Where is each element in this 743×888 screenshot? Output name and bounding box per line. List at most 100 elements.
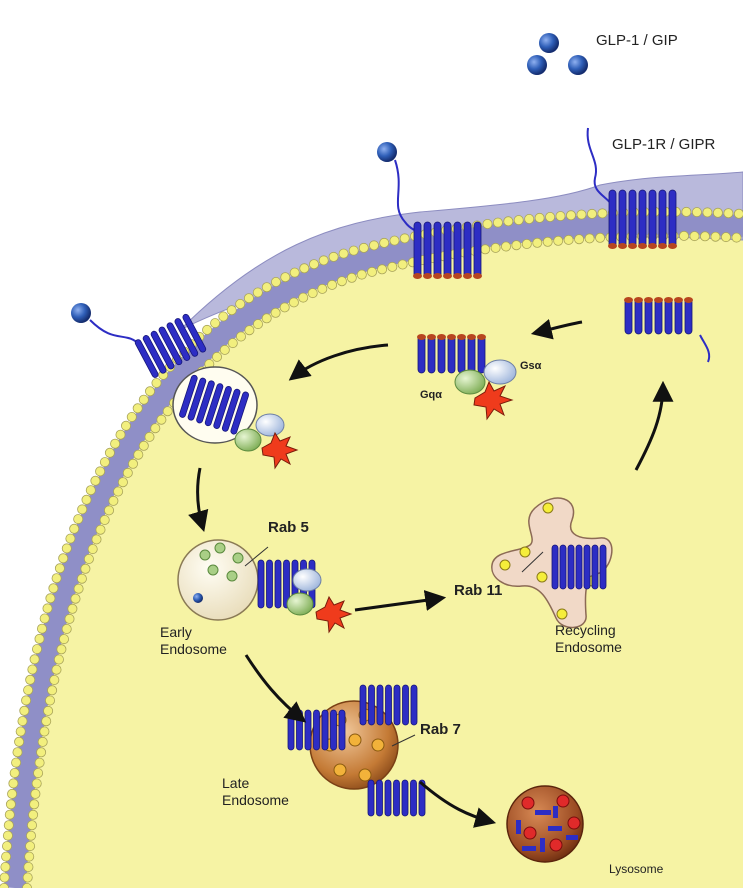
lipid-head (27, 664, 38, 675)
receptor-helix (304, 709, 312, 751)
lipid-head (317, 283, 328, 294)
early-endosome-label: Early Endosome (160, 624, 227, 657)
lipid-head (219, 344, 230, 355)
receptor-cap (473, 273, 482, 279)
receptor-helix (410, 684, 418, 726)
lipid-head (346, 272, 357, 283)
receptor-helix (457, 334, 466, 374)
lipid-head (138, 440, 149, 451)
lipid-head (73, 514, 84, 525)
lipid-head (127, 458, 138, 469)
receptor-helix (257, 559, 265, 609)
lipid-head (243, 293, 254, 304)
lipid-head (202, 324, 213, 335)
receptor-helix (196, 380, 215, 424)
lipid-head (49, 675, 60, 686)
receptor-helix (599, 544, 607, 590)
lipid-head (61, 624, 72, 635)
lipid-head (87, 544, 98, 555)
receptor-helix (338, 709, 346, 751)
lipid-head (555, 211, 566, 222)
lipid-head (399, 233, 410, 244)
receptor-helix (230, 391, 249, 435)
lipid-head (368, 240, 379, 251)
receptor-helix (674, 297, 683, 335)
receptor-cap (477, 334, 486, 340)
lipid-head (25, 674, 36, 685)
lipid-head (48, 583, 59, 594)
lipid-head (563, 234, 574, 245)
receptor-helix (575, 544, 583, 590)
receptor-helix (150, 330, 175, 370)
lipid-head (122, 467, 133, 478)
lipid-head (156, 414, 167, 425)
receptor-cap (447, 334, 456, 340)
lipid-head (2, 841, 12, 852)
lipid-head (587, 208, 598, 219)
lipid-head (51, 664, 62, 675)
receptor-helix (213, 386, 232, 429)
lipid-head (279, 302, 290, 313)
recycling-endosome-label: Recycling Endosome (555, 622, 622, 655)
receptor-helix (583, 544, 591, 590)
receptor-cap (457, 334, 466, 340)
lipid-head (90, 475, 101, 486)
lipid-head (73, 583, 84, 594)
lipid-head (218, 311, 229, 322)
receptor-cap (437, 334, 446, 340)
receptor-helix (134, 339, 159, 378)
receptor-helix (559, 544, 567, 590)
lipid-head (691, 207, 702, 218)
early-endosome (177, 539, 353, 634)
pathway-arrows (188, 318, 674, 828)
lipid-head (261, 313, 272, 324)
lipid-head (308, 259, 319, 270)
receptor-label: GLP-1R / GIPR (612, 136, 716, 153)
lipid-head (81, 494, 92, 505)
lipid-head (397, 259, 408, 270)
lipid-head (723, 208, 734, 219)
lipid-head (37, 623, 48, 634)
lipid-head (162, 406, 173, 417)
receptor-cap (668, 243, 677, 249)
lipid-head (524, 213, 535, 224)
lipid-head (37, 736, 48, 747)
lipid-head (379, 237, 390, 248)
lipid-head (553, 235, 564, 246)
receptor-helix (654, 297, 663, 335)
lipid-head (280, 272, 291, 283)
receptor-cap (664, 297, 673, 303)
lipid-head (389, 235, 400, 246)
lipid-head (235, 298, 246, 309)
lipid-head (30, 788, 41, 799)
lipid-head (24, 851, 35, 862)
lipid-head (702, 207, 713, 218)
receptor-helix (453, 221, 462, 279)
lipid-head (731, 232, 742, 243)
receptor-helix (367, 779, 375, 817)
lipid-head (28, 809, 39, 820)
lipid-head (542, 236, 553, 247)
lipid-head (0, 862, 11, 873)
lipid-head (235, 331, 246, 342)
lipid-head (25, 830, 36, 841)
receptor-helix (182, 313, 207, 353)
receptor-helix (684, 297, 693, 335)
receptor-cap (638, 243, 647, 249)
lipid-head (681, 206, 692, 217)
membrane-band (4, 212, 743, 888)
lipid-head (211, 351, 222, 362)
lipid-head (307, 288, 318, 299)
endocytic-vesicle (172, 366, 299, 470)
receptor-g-protein-complex (417, 334, 517, 421)
lipid-head (121, 420, 132, 431)
lipid-head (29, 654, 40, 665)
lipid-head (43, 705, 54, 716)
receptor-helix (179, 374, 198, 418)
lipid-head (95, 524, 106, 535)
lipid-head (126, 411, 137, 422)
lipid-head (99, 515, 110, 526)
lipid-head (67, 603, 78, 614)
receptor-helix (463, 221, 472, 279)
lipid-head (144, 386, 155, 397)
